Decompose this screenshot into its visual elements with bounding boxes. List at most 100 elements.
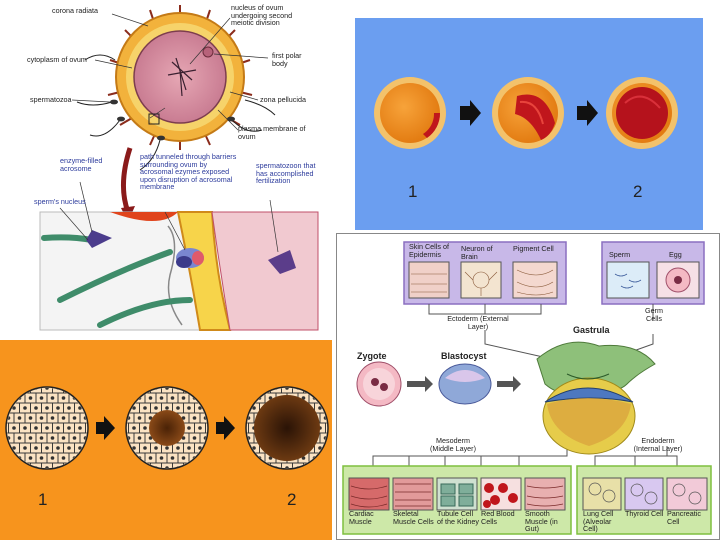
cell <box>309 373 320 383</box>
cell-nucleus <box>67 426 71 430</box>
cell <box>247 462 249 468</box>
cell <box>205 388 207 394</box>
cell-nucleus <box>34 446 38 450</box>
cell-nucleus <box>236 417 239 420</box>
cell-nucleus <box>165 406 169 410</box>
cell <box>199 452 207 464</box>
cell-nucleus <box>215 477 218 480</box>
cell-nucleus <box>45 446 49 450</box>
cell-nucleus <box>23 446 27 450</box>
cell-nucleus <box>263 466 267 468</box>
cell-nucleus <box>23 426 27 430</box>
cell-nucleus <box>83 396 87 400</box>
blue-embryo-sequence <box>374 77 678 149</box>
cell-nucleus <box>221 387 224 390</box>
germ-cells-label: Germ Cells <box>645 306 663 323</box>
cell-nucleus <box>324 477 327 480</box>
cell-nucleus <box>106 397 109 400</box>
cell-nucleus <box>258 477 261 480</box>
cell-nucleus <box>231 447 234 450</box>
cell-nucleus <box>111 447 114 450</box>
cell-nucleus <box>330 447 332 450</box>
cell-nucleus <box>181 416 186 420</box>
label-spermatozoa: spermatozoa <box>30 95 72 104</box>
blastocyst-label: Blastocyst <box>441 351 487 361</box>
cell <box>247 388 249 394</box>
cell <box>247 392 255 404</box>
cell <box>205 462 207 468</box>
cell <box>112 413 123 423</box>
germ-layers-illustration <box>342 241 712 535</box>
cell <box>79 392 87 404</box>
cell-nucleus <box>143 406 147 410</box>
cell-nucleus <box>280 477 283 480</box>
label-zona-pellucida: zona pellucida <box>260 95 306 104</box>
cell <box>97 383 108 393</box>
cell-nucleus <box>231 407 234 410</box>
cell-nucleus <box>330 467 332 470</box>
cell-nucleus <box>34 406 38 410</box>
cell-nucleus <box>51 377 54 380</box>
mesoderm-label: Mesoderm (Middle Layer) <box>430 436 476 453</box>
cell-nucleus <box>62 477 65 480</box>
cell-nucleus <box>193 377 196 380</box>
cell <box>112 393 123 403</box>
cell <box>127 442 129 454</box>
cell <box>161 462 173 468</box>
cell <box>41 462 53 468</box>
cell <box>331 393 332 403</box>
cell-nucleus <box>2 407 5 410</box>
cell <box>227 443 238 453</box>
cell-nucleus <box>221 467 224 470</box>
cell <box>331 373 332 383</box>
cell <box>276 473 287 483</box>
cell-nucleus <box>50 416 55 420</box>
cell-nucleus <box>210 447 213 450</box>
cell-nucleus <box>101 407 104 410</box>
label-sperms-nucleus: sperm's nucleus <box>34 197 86 206</box>
cell-nucleus <box>138 477 141 480</box>
cell <box>91 373 102 383</box>
cell-nucleus <box>2 447 5 450</box>
cell-nucleus <box>210 427 213 430</box>
cell <box>74 388 86 394</box>
cell <box>232 413 243 423</box>
cell <box>248 462 260 468</box>
cell <box>211 473 222 483</box>
cell <box>91 413 102 423</box>
cell-nucleus <box>226 477 229 480</box>
cell-nucleus <box>51 477 54 480</box>
cell-nucleus <box>252 406 256 410</box>
cell <box>325 462 327 468</box>
cell-nucleus <box>78 446 82 450</box>
cell <box>287 473 298 483</box>
cell-nucleus <box>122 427 125 430</box>
cell <box>247 442 249 454</box>
cell-nucleus <box>83 456 87 460</box>
cell-nucleus <box>132 446 136 450</box>
cell <box>194 462 206 468</box>
cell <box>0 373 3 383</box>
cell <box>319 392 327 404</box>
cell <box>69 473 80 483</box>
cell <box>3 473 14 483</box>
cell <box>243 473 254 483</box>
cell-nucleus <box>193 477 196 480</box>
orange-step-2: 2 <box>287 490 297 509</box>
blue-step-1: 1 <box>408 182 418 201</box>
mesoderm-cell-skeletal: Skeletal Muscle Cells <box>393 509 434 526</box>
cell <box>69 373 80 383</box>
cell-nucleus <box>187 406 191 410</box>
cell-nucleus <box>198 406 202 410</box>
cell <box>47 373 58 383</box>
cell-nucleus <box>159 396 164 400</box>
cell <box>287 373 298 383</box>
cell-nucleus <box>148 436 153 440</box>
cell-nucleus <box>301 396 306 400</box>
cell-nucleus <box>242 407 245 410</box>
cell-nucleus <box>12 466 16 468</box>
cell <box>222 373 233 383</box>
fertilization-diagram: corona radiata nucleus of ovum undergoin… <box>0 0 330 335</box>
cell-nucleus <box>176 446 180 450</box>
label-first-polar-body: first polar body <box>272 51 302 68</box>
